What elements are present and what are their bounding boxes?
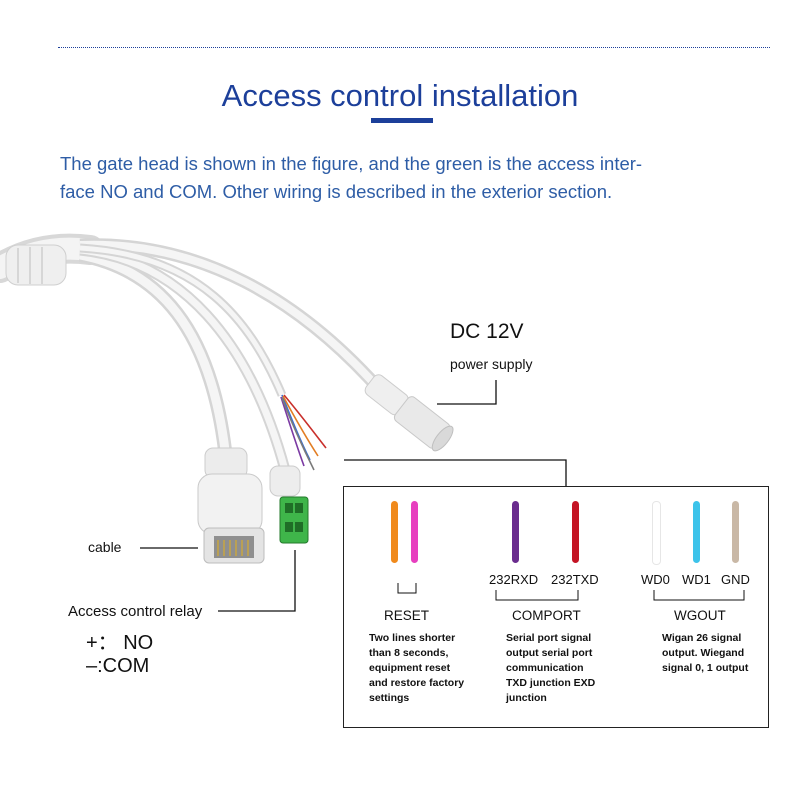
comport-desc-line: communication bbox=[506, 662, 584, 674]
txd-label: 232TXD bbox=[551, 572, 599, 587]
com-label: –:COM bbox=[86, 655, 150, 677]
intro-line-2: face NO and COM. Other wiring is describ… bbox=[60, 181, 613, 202]
reset-desc-line: Two lines shorter bbox=[369, 632, 456, 644]
no-label: +： NO bbox=[86, 632, 154, 654]
rj45-cable bbox=[78, 248, 265, 564]
reset-desc-line: equipment reset bbox=[369, 662, 451, 674]
wgout-desc-line: Wigan 26 signal bbox=[662, 632, 742, 644]
reset-wire-pink bbox=[411, 501, 418, 563]
comport-wire-purple bbox=[512, 501, 519, 563]
top-dotted-divider bbox=[58, 47, 770, 48]
reset-group-label: RESET bbox=[384, 608, 430, 623]
comport-desc-line: junction bbox=[506, 692, 547, 704]
access-relay-label: Access control relay bbox=[68, 603, 203, 620]
intro-text: The gate head is shown in the figure, an… bbox=[60, 150, 750, 206]
comport-desc-line: output serial port bbox=[506, 647, 593, 659]
rxd-label: 232RXD bbox=[489, 572, 539, 587]
reset-desc-line: than 8 seconds, bbox=[369, 647, 449, 659]
power-supply-label: power supply bbox=[450, 356, 533, 372]
relay-cable bbox=[79, 244, 301, 497]
comport-group-label: COMPORT bbox=[512, 608, 581, 623]
reset-desc-line: settings bbox=[369, 692, 410, 704]
wgout-wire-blue bbox=[693, 501, 700, 563]
wgout-bracket bbox=[653, 590, 745, 601]
comport-desc-line: TXD junction EXD bbox=[506, 677, 596, 689]
main-cable-body bbox=[0, 233, 105, 286]
green-terminal-block bbox=[279, 496, 309, 544]
wiring-legend-box: RESET Two lines shorter than 8 seconds, … bbox=[343, 486, 769, 728]
intro-line-1: The gate head is shown in the figure, an… bbox=[60, 153, 643, 174]
comport-bracket bbox=[495, 590, 579, 601]
reset-description: Two lines shorter than 8 seconds, equipm… bbox=[369, 631, 464, 706]
title-underline bbox=[371, 118, 433, 123]
reset-desc-line: and restore factory bbox=[369, 677, 465, 689]
comport-desc-line: Serial port signal bbox=[506, 632, 592, 644]
wgout-group-label: WGOUT bbox=[674, 608, 726, 623]
reset-bracket bbox=[397, 583, 417, 594]
wgout-description: Wigan 26 signal output. Wiegand signal 0… bbox=[662, 631, 748, 676]
loose-wires-cable bbox=[79, 243, 327, 471]
wd0-label: WD0 bbox=[641, 572, 670, 587]
wgout-wire-tan bbox=[732, 501, 739, 563]
leader-lines bbox=[140, 380, 567, 612]
reset-wire-orange bbox=[391, 501, 398, 563]
wgout-desc-line: signal 0, 1 output bbox=[662, 662, 749, 674]
wgout-desc-line: output. Wiegand bbox=[662, 647, 745, 659]
dc-voltage-label: DC 12V bbox=[450, 320, 524, 343]
wgout-wire-white bbox=[652, 501, 661, 565]
cable-label: cable bbox=[88, 539, 122, 555]
wd1-label: WD1 bbox=[682, 572, 711, 587]
comport-description: Serial port signal output serial port co… bbox=[506, 631, 595, 706]
power-cable bbox=[79, 238, 454, 452]
comport-wire-red bbox=[572, 501, 579, 563]
gnd-label: GND bbox=[721, 572, 750, 587]
page-title: Access control installation bbox=[221, 78, 579, 113]
